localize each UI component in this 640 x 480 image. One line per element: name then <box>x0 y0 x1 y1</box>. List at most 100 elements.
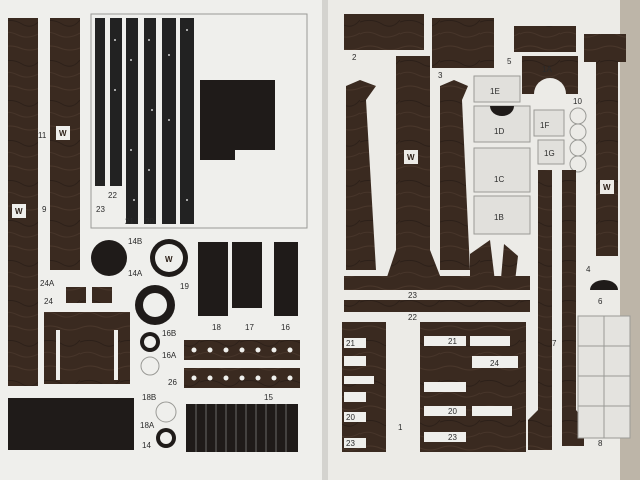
label-22: 22 <box>408 313 417 322</box>
card-1g <box>537 139 565 165</box>
label-5: 5 <box>507 57 512 66</box>
strip <box>144 18 156 224</box>
rack-label: 24 <box>490 359 499 368</box>
label-1g: 1G <box>544 149 555 158</box>
rack-slot <box>470 336 510 346</box>
strip <box>180 18 194 224</box>
ring-hole <box>144 336 156 348</box>
part-w-central <box>384 56 444 286</box>
label-10: 10 <box>573 97 582 106</box>
part-15-grid <box>186 404 298 452</box>
rack-slot <box>472 356 518 368</box>
ring-hole <box>160 432 172 444</box>
label-16b: 16B <box>162 329 176 338</box>
part-18b-outline <box>155 401 177 423</box>
label-19: 19 <box>180 282 189 291</box>
label-14a: 14A <box>128 269 143 278</box>
bottom-black-panel <box>8 398 134 450</box>
w-label: W <box>59 129 67 138</box>
label-17: 17 <box>245 323 254 332</box>
rack-label: 23 <box>346 439 355 448</box>
page-fold <box>322 0 328 480</box>
label-15: 15 <box>264 393 273 402</box>
w-mark <box>56 126 70 140</box>
label-18: 18 <box>212 323 221 332</box>
card-1e <box>473 75 521 103</box>
label-3: 3 <box>438 71 443 80</box>
part-2-panel <box>344 14 424 50</box>
card-1f <box>533 109 565 137</box>
label-14: 14 <box>142 441 151 450</box>
fork-arm-right <box>440 80 470 270</box>
label-1a: 1A <box>542 65 552 74</box>
part-24a <box>66 287 86 303</box>
part-14b-disc <box>91 240 127 276</box>
rack-label: 21 <box>448 337 457 346</box>
card-stack: 1E 1D 1C 1B 1F 1G 10 <box>473 75 587 235</box>
label-2: 2 <box>352 53 357 62</box>
part-3-panel <box>432 18 494 68</box>
strip <box>95 18 105 186</box>
card-1c <box>473 147 531 193</box>
label-16: 16 <box>281 323 290 332</box>
label-1c: 1C <box>494 175 504 184</box>
part-5 <box>514 26 576 52</box>
label-21: 21 <box>125 217 134 226</box>
w-mark <box>12 204 26 218</box>
rack-label: 23 <box>448 433 457 442</box>
label-1b: 1B <box>494 213 504 222</box>
rack-slot <box>472 406 512 416</box>
label-1e: 1E <box>490 87 500 96</box>
part-9-plank <box>50 18 80 270</box>
w-label: W <box>603 183 611 192</box>
part-24a <box>92 287 112 303</box>
rack-label: 21 <box>346 339 355 348</box>
box-slot <box>114 330 118 380</box>
ring-hole <box>143 293 167 317</box>
strip <box>126 18 138 224</box>
label-1f: 1F <box>540 121 549 130</box>
rack-label: 1 <box>398 423 403 432</box>
w-label: W <box>165 255 173 264</box>
card-1b <box>473 195 531 235</box>
rack-slot <box>344 438 366 448</box>
w-label: W <box>15 207 23 216</box>
part-11-plank <box>8 18 38 386</box>
label-20: 20 <box>145 217 154 226</box>
black-panel <box>200 80 275 160</box>
rack-slot <box>424 336 466 346</box>
label-23: 23 <box>96 205 105 214</box>
w-mark <box>404 150 418 164</box>
label-6: 6 <box>598 297 603 306</box>
label-8: 8 <box>598 439 603 448</box>
part-1a <box>522 56 578 94</box>
card-cut <box>490 106 514 116</box>
part-18-block <box>198 242 228 316</box>
label-14b: 14B <box>128 237 142 246</box>
w-mark <box>600 180 614 194</box>
label-22: 22 <box>108 191 117 200</box>
strip <box>110 18 122 186</box>
ring-hole <box>155 244 183 272</box>
label-18a: 18A <box>140 421 155 430</box>
base-bar-23 <box>344 276 530 290</box>
label-9: 9 <box>42 205 47 214</box>
base-bar-22 <box>344 300 530 312</box>
label-24: 24 <box>44 297 53 306</box>
part-7-leg <box>528 170 552 450</box>
label-16a: 16A <box>162 351 177 360</box>
fork-arm-left <box>346 80 376 270</box>
part-4-upright <box>584 34 626 256</box>
label-11: 11 <box>38 131 47 140</box>
rack-slot <box>344 376 374 384</box>
part-6-arch <box>590 280 618 290</box>
rack-slot <box>424 382 466 392</box>
part-7-leg <box>562 170 584 446</box>
label-4: 4 <box>586 265 591 274</box>
arch-cut <box>534 78 566 94</box>
label-26: 26 <box>168 378 177 387</box>
box-slot <box>56 330 60 380</box>
rack-slot <box>344 412 366 422</box>
rack-label: 20 <box>346 413 355 422</box>
